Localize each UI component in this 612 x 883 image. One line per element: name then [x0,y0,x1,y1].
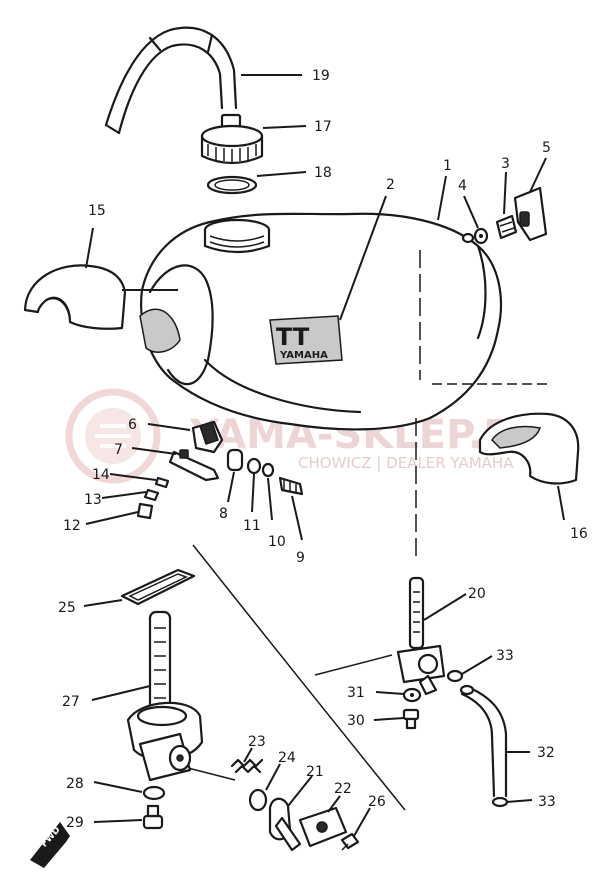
callout-15: 15 [88,203,106,219]
fuel-cock-gasket [120,568,196,606]
callout-31: 31 [347,685,365,701]
callout-30: 30 [347,713,365,729]
knee-pad-right [478,412,580,485]
drain-fasteners [142,785,166,830]
cap-gasket [206,175,258,195]
callout-14: 14 [92,467,110,483]
fuel-cock-upper [396,576,446,696]
callout-23: 23 [248,734,266,750]
callout-33-bottom: 33 [538,794,556,810]
callouts: 19 17 18 2 1 4 3 5 15 6 7 14 13 12 8 11 [58,68,588,837]
callout-10: 10 [268,534,286,550]
callout-22: 22 [334,781,352,797]
callout-32: 32 [537,745,555,761]
callout-24: 24 [278,750,296,766]
callout-28: 28 [66,776,84,792]
forward-arrow-badge: FWD [30,822,70,868]
callout-21: 21 [306,764,324,780]
callout-16: 16 [570,526,588,542]
callout-18: 18 [314,165,332,181]
callout-20: 20 [468,586,486,602]
tank-emblem: TT YAMAHA [269,315,343,365]
assembly-guides [187,250,548,811]
callout-5: 5 [542,140,551,156]
callout-13: 13 [84,492,102,508]
callout-7: 7 [114,442,123,458]
lever-parts [230,758,360,852]
callout-29: 29 [66,815,84,831]
callout-1: 1 [443,158,452,174]
callout-17: 17 [314,119,332,135]
callout-6: 6 [128,417,137,433]
fuel-cock-assy [126,610,204,782]
callout-19: 19 [312,68,330,84]
callout-12: 12 [63,518,81,534]
callout-26: 26 [368,794,386,810]
callout-8: 8 [219,506,228,522]
callout-4: 4 [458,178,467,194]
damper-bracket-group [136,420,304,520]
callout-11: 11 [243,518,261,534]
callout-9: 9 [296,550,305,566]
fuel-hose [446,669,509,808]
callout-2: 2 [386,177,395,193]
knee-pad-left [23,264,127,330]
tank-mount-hardware [473,186,548,245]
breather-hose [104,26,238,135]
callout-25: 25 [58,600,76,616]
watermark-logo-icon [65,388,161,484]
tank-emblem-brand: YAMAHA [279,350,328,361]
tank-emblem-tt: TT [276,323,310,351]
callout-33-top: 33 [496,648,514,664]
fuel-cap [200,113,264,165]
lower-fasteners [402,687,422,730]
watermark-subtitle: CHOWICZ | DEALER YAMAHA [298,454,514,472]
callout-27: 27 [62,694,80,710]
callout-3: 3 [501,156,510,172]
